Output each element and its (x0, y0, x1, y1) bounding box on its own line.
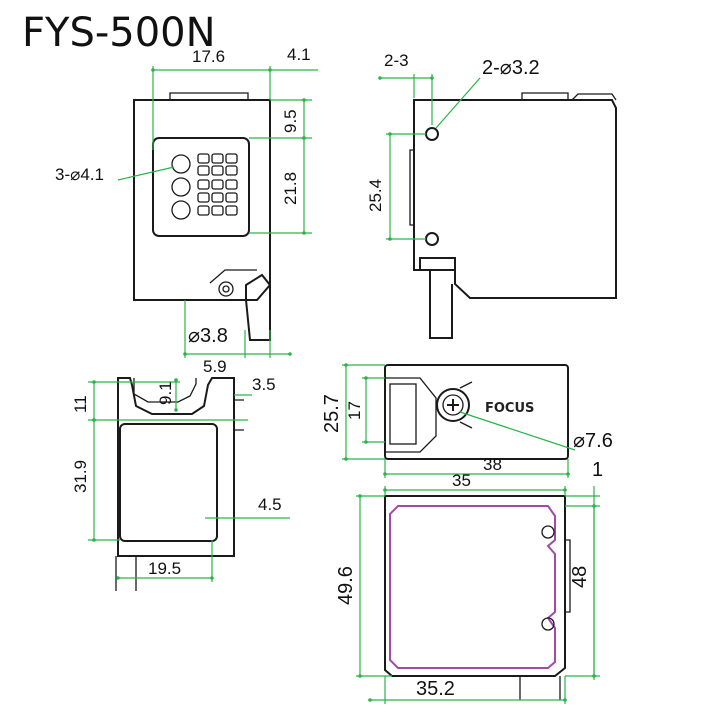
dim-front-width: 17.6 (192, 47, 225, 66)
top-view: FOCUS 25.7 17 ⌀7.6 38 (321, 363, 613, 478)
dim-rear-notch-depth: 9.1 (156, 381, 175, 405)
dim-top-inner: 17 (345, 401, 364, 420)
dim-cable-offset: 5.9 (203, 357, 227, 376)
rear-view: 11 31.9 9.1 3.5 4.5 19.5 (71, 375, 290, 591)
dim-front-window-height: 21.8 (281, 172, 300, 205)
side-view: 2-3 2-⌀3.2 25.4 (366, 51, 617, 339)
product-title: FYS-500N (22, 10, 216, 56)
dim-rear-window-height: 31.9 (71, 460, 90, 493)
dim-bottom-width-top: 35 (452, 471, 471, 490)
label-knob-diameter: ⌀7.6 (573, 430, 613, 452)
label-cable-diameter: ⌀3.8 (188, 325, 228, 347)
dim-side-hole-pitch: 2-3 (384, 51, 409, 70)
dim-rear-bottom-width: 19.5 (148, 559, 181, 578)
label-mount-holes: 2-⌀3.2 (482, 57, 540, 79)
dim-bottom-edge: 1 (592, 459, 603, 481)
dim-bottom-height-inner: 48 (569, 566, 591, 588)
bottom-view: 35 1 49.6 48 35.2 (335, 459, 603, 704)
button-grid (197, 153, 238, 216)
label-indicator-holes: 3-⌀4.1 (55, 165, 104, 184)
dim-top-height: 25.7 (321, 394, 343, 433)
dim-front-top-gap: 9.5 (281, 109, 300, 133)
dim-bottom-height-outer: 49.6 (335, 566, 357, 605)
front-view: 17.6 4.1 9.5 21.8 3-⌀4.1 ⌀3.8 5.9 (55, 45, 318, 376)
dim-rear-notch-offset: 3.5 (252, 375, 276, 394)
dim-rear-side-offset: 4.5 (258, 495, 282, 514)
dim-side-hole-spacing: 25.4 (366, 179, 385, 212)
dim-bottom-width-bottom: 35.2 (416, 678, 455, 700)
dim-top-width: 38 (483, 455, 502, 474)
dim-front-offset: 4.1 (287, 45, 311, 64)
dim-rear-top-block: 11 (71, 395, 90, 413)
brand-label: FOCUS (485, 401, 534, 416)
